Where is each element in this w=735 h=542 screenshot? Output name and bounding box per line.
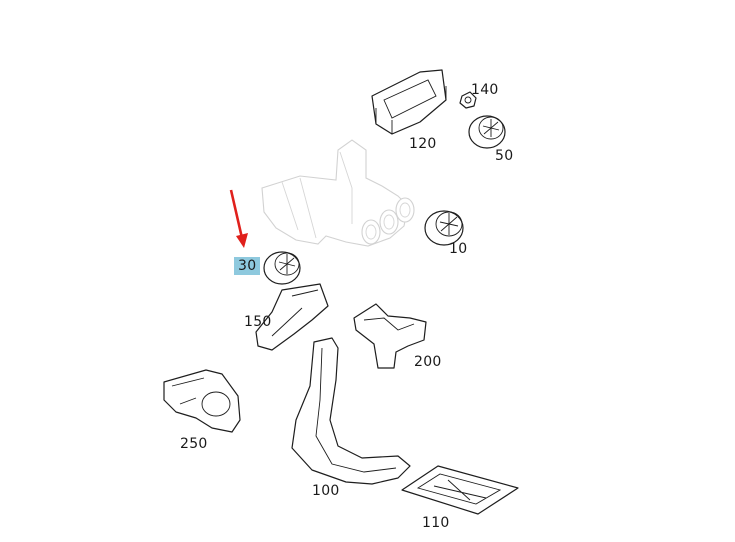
part-10-vent xyxy=(424,210,464,246)
callout-250: 250 xyxy=(180,436,208,452)
part-140-clip xyxy=(459,91,477,109)
part-120-frame xyxy=(371,69,447,135)
distribution-housing-faint xyxy=(261,139,415,247)
part-150-duct xyxy=(255,283,329,351)
part-100-duct xyxy=(291,337,411,485)
callout-140: 140 xyxy=(471,82,499,98)
part-200-duct xyxy=(353,303,427,369)
indicator-arrow xyxy=(229,189,248,248)
callout-10: 10 xyxy=(449,241,468,257)
part-50-vent xyxy=(468,115,506,149)
callout-50: 50 xyxy=(495,148,514,164)
callout-150: 150 xyxy=(244,314,272,330)
part-250-blower xyxy=(163,369,241,433)
part-30-vent xyxy=(263,251,301,285)
callout-200: 200 xyxy=(414,354,442,370)
callout-100: 100 xyxy=(312,483,340,499)
part-110-tray xyxy=(401,465,519,515)
callout-110: 110 xyxy=(422,515,450,531)
callout-30: 30 xyxy=(234,257,261,275)
callout-120: 120 xyxy=(409,136,437,152)
